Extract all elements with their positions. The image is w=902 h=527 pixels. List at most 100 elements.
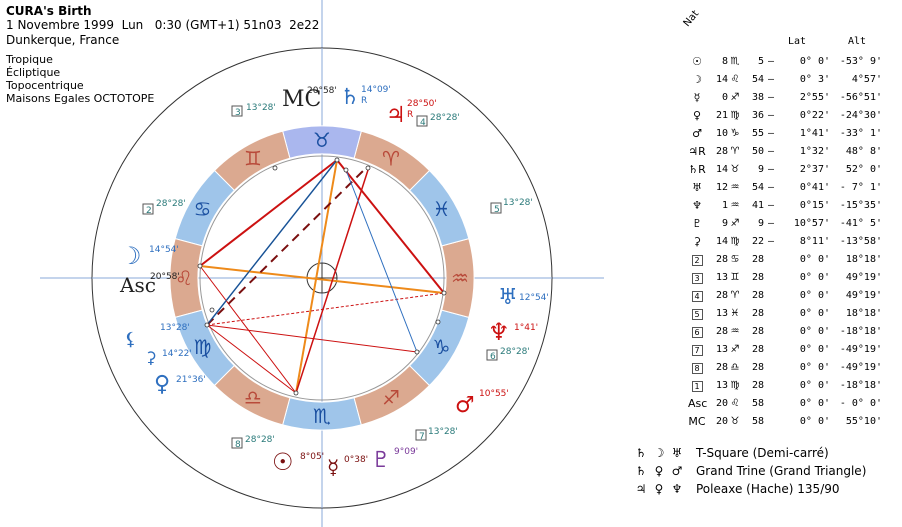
row-symbol: 8 bbox=[688, 361, 706, 374]
table-row: ♆1♒41–0°15'-15°35' bbox=[688, 196, 882, 214]
saturn-degree: 14°09' bbox=[361, 85, 391, 95]
sun-degree: 8°05' bbox=[300, 452, 324, 462]
table-row: ☿0♐38–2°55'-56°51' bbox=[688, 88, 882, 106]
cell-lat: 0° 0' bbox=[799, 415, 830, 427]
cell-min: 58 bbox=[751, 397, 764, 409]
cell-lat: 0° 0' bbox=[799, 307, 830, 319]
row-symbol: ♀ bbox=[692, 108, 702, 122]
sign-segment bbox=[169, 238, 203, 318]
sign-segment bbox=[174, 309, 236, 387]
cell-sign: ♍ bbox=[730, 235, 740, 247]
birth-datetime: 1 Novembre 1999 Lun 0:30 (GMT+1) 51n03 2… bbox=[6, 18, 320, 32]
cell-sign: ♉ bbox=[730, 415, 740, 427]
cell-alt: -33° 1' bbox=[839, 127, 882, 139]
mars-degree: 10°55' bbox=[479, 389, 509, 399]
row-symbol: 6 bbox=[688, 325, 706, 338]
cell-sign: ♏ bbox=[730, 55, 740, 67]
row-symbol: 1 bbox=[688, 379, 706, 392]
cell-dash: – bbox=[767, 235, 775, 247]
sagittarius-icon: ♐ bbox=[382, 386, 400, 410]
row-symbol: ♅ bbox=[692, 180, 702, 194]
jupiter-retro: R bbox=[407, 110, 413, 120]
saturn-retro: R bbox=[361, 96, 367, 106]
row-symbol: ☽ bbox=[692, 72, 702, 86]
cell-deg: 28 bbox=[715, 325, 728, 337]
cell-deg: 13 bbox=[715, 379, 728, 391]
aspect-glyph: ♄ bbox=[635, 464, 647, 478]
aspect-lines bbox=[199, 159, 445, 394]
aspect-glyph: ♀ bbox=[654, 482, 664, 496]
house-5-icon: 5 bbox=[494, 205, 500, 215]
aspect-pattern: ♄☽♅T-Square (Demi-carré) bbox=[632, 446, 829, 460]
cell-dash: – bbox=[767, 163, 775, 175]
setting-zodiac: Tropique bbox=[6, 53, 53, 66]
cell-min: 28 bbox=[751, 271, 764, 283]
aspect-pattern: ♃♀♆Poleaxe (Hache) 135/90 bbox=[632, 482, 840, 496]
aspect-line-3 bbox=[199, 265, 297, 394]
cell-dash: – bbox=[767, 73, 775, 85]
row-symbol: ♆ bbox=[692, 198, 702, 212]
cell-min: 22 bbox=[751, 235, 764, 247]
aspect-label: Grand Trine (Grand Triangle) bbox=[696, 464, 867, 478]
cell-lat: 1°32' bbox=[799, 145, 830, 157]
aspect-label: T-Square (Demi-carré) bbox=[696, 446, 829, 460]
cell-deg: 28 bbox=[715, 253, 728, 265]
cell-sign: ♌ bbox=[730, 73, 740, 85]
gemini-icon: ♊ bbox=[244, 146, 262, 170]
cell-min: 28 bbox=[751, 379, 764, 391]
cell-deg: 8 bbox=[721, 55, 728, 67]
row-symbol: ♂ bbox=[692, 126, 702, 140]
sign-segment bbox=[408, 169, 470, 247]
house-5-degree: 13°28' bbox=[503, 198, 533, 208]
setting-position: Topocentrique bbox=[6, 79, 84, 92]
moon-icon: ☽ bbox=[120, 242, 142, 270]
cell-sign: ♍ bbox=[730, 109, 740, 121]
cell-lat: 0° 3' bbox=[799, 73, 830, 85]
jupiter-icon: ♃ bbox=[386, 103, 406, 128]
cell-lat: 0°22' bbox=[799, 109, 830, 121]
cell-sign: ♊ bbox=[730, 271, 740, 283]
house-6-degree: 28°28' bbox=[500, 347, 530, 357]
cell-lat: 0° 0' bbox=[799, 325, 830, 337]
uranus-degree: 12°54' bbox=[519, 293, 549, 303]
neptune-degree: 1°41' bbox=[514, 323, 538, 333]
cell-sign: ♐ bbox=[730, 343, 740, 355]
cell-dash: – bbox=[767, 109, 775, 121]
aspect-endpoints bbox=[197, 157, 447, 396]
cell-sign: ♓ bbox=[730, 307, 740, 319]
birth-place: Dunkerque, France bbox=[6, 33, 120, 47]
house-2-icon: 2 bbox=[146, 206, 152, 216]
aquarius-icon: ♒ bbox=[451, 266, 469, 290]
cell-deg: 1 bbox=[721, 199, 728, 211]
cell-lat: 8°11' bbox=[799, 235, 830, 247]
cell-sign: ♑ bbox=[730, 127, 740, 139]
cell-deg: 28 bbox=[715, 145, 728, 157]
cell-alt: -49°19' bbox=[839, 343, 882, 355]
sign-segment bbox=[353, 364, 431, 426]
cell-min: 58 bbox=[751, 415, 764, 427]
cell-deg: 14 bbox=[715, 163, 728, 175]
house-4-icon: 4 bbox=[420, 118, 426, 128]
neptune-icon: ♆ bbox=[488, 318, 510, 346]
cell-alt: -41° 5' bbox=[839, 217, 882, 229]
mc-degree: 20°58' bbox=[307, 86, 337, 96]
cell-alt: 18°18' bbox=[845, 253, 882, 265]
setting-coords: Écliptique bbox=[6, 66, 61, 79]
natal-wheel[interactable]: ♏♐♑♒♓♈♉♊♋♌♍♎ MC 20°58' ♄ 14°09' R ♃ 28°5… bbox=[0, 0, 660, 527]
cell-deg: 13 bbox=[715, 271, 728, 283]
cell-deg: 14 bbox=[715, 235, 728, 247]
aspect-dashed bbox=[206, 167, 367, 326]
pluto-icon: ♇ bbox=[371, 448, 391, 473]
table-row: ☽14♌54–0° 3'4°57' bbox=[688, 70, 882, 88]
scorpio-icon: ♏ bbox=[313, 404, 331, 428]
sign-segment bbox=[213, 130, 291, 192]
row-symbol: ♃R bbox=[688, 144, 706, 158]
cell-deg: 28 bbox=[715, 361, 728, 373]
cell-min: 28 bbox=[751, 307, 764, 319]
house-3-degree: 13°28' bbox=[246, 103, 276, 113]
chart-title: CURA's Birth bbox=[6, 4, 92, 18]
aspect-glyph: ♀ bbox=[654, 464, 664, 478]
cell-sign: ♐ bbox=[730, 217, 740, 229]
